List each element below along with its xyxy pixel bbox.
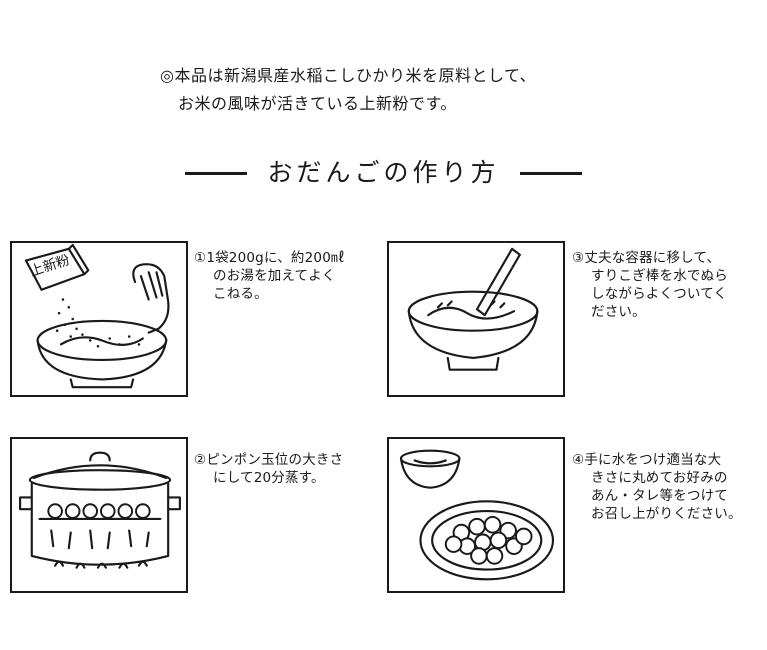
step-3-line-2: すりこぎ棒を水でぬら bbox=[591, 268, 728, 284]
steamer-pot-icon bbox=[19, 451, 181, 569]
step-1-number: ① bbox=[194, 250, 207, 266]
flour-bag-and-bowl-icon: 上新粉 bbox=[24, 243, 170, 389]
step-3-line-3: しながらよくついてく bbox=[591, 286, 728, 302]
step-2-text: ②ピンポン玉位の大きさ にして20分蒸す。 bbox=[194, 451, 374, 487]
step-4-text: ④手に水をつけ適当な大 きさに丸めてお好みの あん・タレ等をつけて お召し上がり… bbox=[572, 451, 752, 523]
step-3-line-1: 丈夫な容器に移して、 bbox=[584, 250, 721, 266]
intro-text: ◎本品は新潟県産水稲こしひかり米を原料として、 お米の風味が活きている上新粉です… bbox=[160, 62, 720, 118]
step-4-line-3: あん・タレ等をつけて bbox=[591, 488, 728, 504]
intro-line-2: お米の風味が活きている上新粉です。 bbox=[178, 94, 457, 113]
step-2-number: ② bbox=[194, 452, 207, 468]
plate-of-dango-icon bbox=[399, 449, 555, 581]
illustration-step3 bbox=[387, 241, 565, 397]
step-4-line-2: きさに丸めてお好みの bbox=[591, 470, 728, 486]
illustration-step2 bbox=[10, 437, 188, 593]
step-1-line-1: 1袋200gに、約200㎖ bbox=[206, 250, 345, 266]
section-heading: おだんごの作り方 bbox=[0, 156, 767, 190]
step-3-line-4: ださい。 bbox=[591, 304, 646, 320]
illustration-step4 bbox=[387, 437, 565, 593]
bag-lettering: 上新粉 bbox=[28, 252, 72, 280]
step-1-line-3: こねる。 bbox=[213, 286, 268, 302]
step-3-number: ③ bbox=[572, 250, 585, 266]
step-1-line-2: のお湯を加えてよく bbox=[213, 268, 336, 284]
step-3-text: ③丈夫な容器に移して、 すりこぎ棒を水でぬら しながらよくついてく ださい。 bbox=[572, 249, 752, 321]
step-2-line-1: ピンポン玉位の大きさ bbox=[206, 452, 344, 468]
intro-line-1: ◎本品は新潟県産水稲こしひかり米を原料として、 bbox=[160, 66, 537, 85]
heading-rule-right bbox=[519, 171, 582, 175]
heading-rule-left bbox=[185, 171, 248, 175]
section-title: おだんごの作り方 bbox=[267, 158, 500, 187]
step-1-text: ①1袋200gに、約200㎖ のお湯を加えてよく こねる。 bbox=[194, 249, 374, 303]
illustration-step1: 上新粉 bbox=[10, 241, 188, 397]
step-4-number: ④ bbox=[572, 452, 585, 468]
bowl-and-pestle-icon bbox=[407, 247, 539, 371]
step-4-line-1: 手に水をつけ適当な大 bbox=[584, 452, 722, 468]
step-2-line-2: にして20分蒸す。 bbox=[213, 470, 325, 486]
step-4-line-4: お召し上がりください。 bbox=[591, 506, 742, 522]
